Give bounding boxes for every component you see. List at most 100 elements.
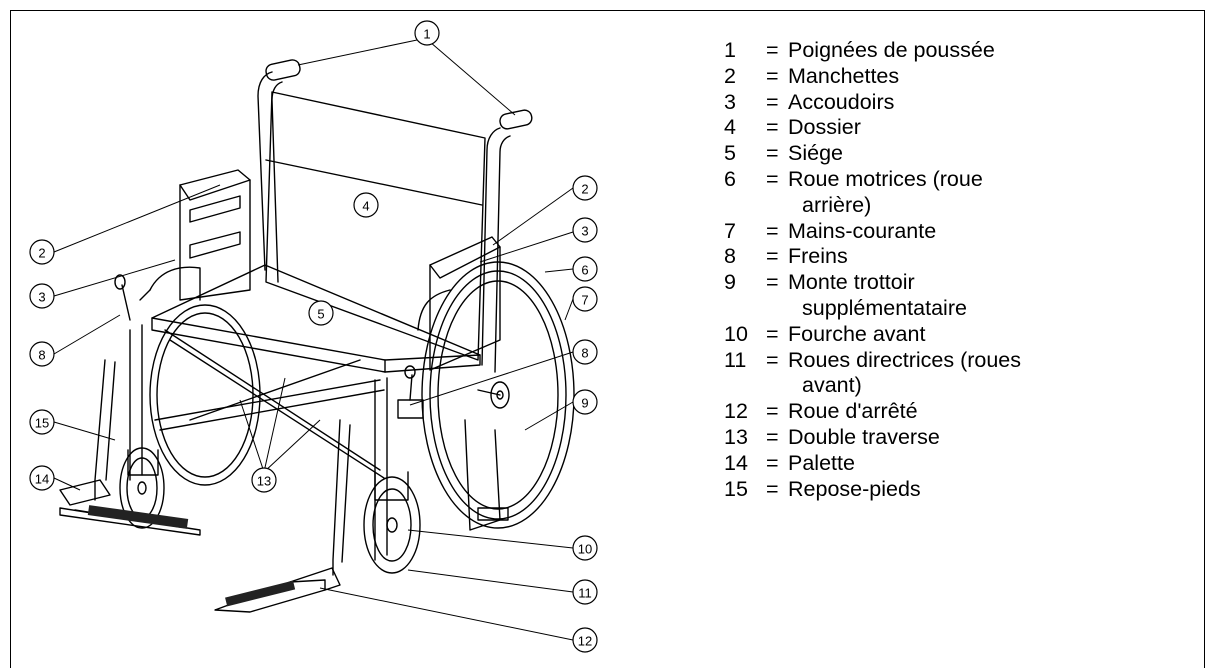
legend-equals: =	[766, 450, 779, 475]
svg-text:10: 10	[578, 542, 592, 557]
callout-5: 5	[308, 300, 334, 326]
legend-number: 6	[724, 166, 736, 191]
legend-item-15: 15 = Repose-pieds	[724, 477, 1194, 503]
svg-text:8: 8	[581, 346, 588, 361]
legend-equals: =	[766, 270, 779, 295]
svg-text:2: 2	[581, 182, 588, 197]
legend-equals: =	[766, 115, 779, 140]
footrest-left	[59, 359, 201, 536]
callout-3-right: 3	[572, 217, 598, 243]
legend-number: 15	[724, 476, 748, 501]
svg-text:2: 2	[38, 246, 45, 261]
legend-label-line: Roue motrices (roue	[788, 166, 983, 191]
legend-item-8: 8 = Freins	[724, 244, 1194, 270]
legend-label-continuation: supplémentataire	[802, 295, 967, 320]
legend-number: 9	[724, 270, 736, 295]
legend-equals: =	[766, 218, 779, 243]
legend-label: Mains-courante	[788, 218, 937, 243]
callout-8-right: 8	[572, 339, 598, 365]
callout-6: 6	[572, 256, 598, 282]
seat	[151, 264, 481, 373]
callout-12: 12	[572, 627, 598, 653]
leader-lines	[53, 39, 574, 641]
svg-text:4: 4	[362, 199, 369, 214]
legend-number: 7	[724, 218, 736, 243]
legend-label: Freins	[788, 244, 848, 269]
caster-right	[363, 471, 421, 574]
legend-item-11: 11 = Roues directrices (roues avant)	[724, 348, 1194, 400]
legend-number: 13	[724, 424, 748, 449]
callout-7: 7	[572, 286, 598, 312]
legend-label: Palette	[788, 450, 855, 475]
callout-10: 10	[572, 535, 598, 561]
legend-item-2: 2 = Manchettes	[724, 64, 1194, 90]
legend-label: Monte trottoir supplémentataire	[788, 270, 1194, 322]
callout-3-left: 3	[29, 283, 55, 309]
legend-label: Accoudoirs	[788, 89, 895, 114]
legend-item-13: 13 = Double traverse	[724, 425, 1194, 451]
legend-number: 12	[724, 399, 748, 424]
anti-tip-lever	[464, 419, 509, 531]
legend-label: Roue motrices (roue arrière)	[788, 167, 1194, 219]
legend-number: 8	[724, 244, 736, 269]
legend-label: Dossier	[788, 115, 861, 140]
brakes	[114, 274, 424, 419]
legend-label: Siége	[788, 141, 843, 166]
callout-13: 13	[251, 467, 277, 493]
footrest-right	[214, 419, 351, 613]
legend-label: Fourche avant	[788, 321, 926, 346]
svg-text:7: 7	[581, 293, 588, 308]
legend-number: 2	[724, 63, 736, 88]
svg-text:3: 3	[38, 290, 45, 305]
callout-2-left: 2	[29, 239, 55, 265]
svg-text:15: 15	[35, 416, 49, 431]
legend-item-14: 14 = Palette	[724, 451, 1194, 477]
legend-number: 14	[724, 450, 748, 475]
legend-equals: =	[766, 424, 779, 449]
legend-equals: =	[766, 141, 779, 166]
parts-legend: 1 = Poignées de poussée 2 = Manchettes 3…	[724, 38, 1194, 502]
legend-item-7: 7 = Mains-courante	[724, 219, 1194, 245]
legend-number: 3	[724, 89, 736, 114]
legend-equals: =	[766, 347, 779, 372]
legend-equals: =	[766, 166, 779, 191]
armrest-right	[417, 236, 501, 371]
push-handles	[265, 59, 533, 130]
legend-label: Manchettes	[788, 63, 900, 88]
legend-label: Roue d'arrêté	[788, 399, 918, 424]
svg-text:6: 6	[581, 263, 588, 278]
legend-label: Repose-pieds	[788, 476, 921, 501]
legend-equals: =	[766, 476, 779, 501]
legend-number: 5	[724, 141, 736, 166]
legend-label-continuation: avant)	[802, 373, 862, 398]
legend-equals: =	[766, 38, 779, 62]
legend-number: 10	[724, 321, 748, 346]
legend-equals: =	[766, 244, 779, 269]
armrest-left	[139, 169, 251, 301]
legend-equals: =	[766, 89, 779, 114]
callout-15: 15	[29, 409, 55, 435]
legend-item-4: 4 = Dossier	[724, 115, 1194, 141]
legend-label-line: Roues directrices (roues	[788, 347, 1022, 372]
callouts: 1 2 2 3 3 4 5 6 7 8 8 9 10 11 12 13 14 1…	[29, 20, 598, 653]
legend-item-5: 5 = Siége	[724, 141, 1194, 167]
svg-text:8: 8	[38, 348, 45, 363]
legend-label: Poignées de poussée	[788, 38, 995, 62]
callout-14: 14	[29, 465, 55, 491]
svg-text:9: 9	[581, 396, 588, 411]
diagram-frame	[10, 10, 1205, 668]
callout-4: 4	[353, 192, 379, 218]
legend-item-9: 9 = Monte trottoir supplémentataire	[724, 270, 1194, 322]
svg-text:13: 13	[257, 474, 271, 489]
legend-number: 1	[724, 38, 736, 62]
callout-2-right: 2	[572, 175, 598, 201]
callout-9: 9	[572, 389, 598, 415]
legend-equals: =	[766, 63, 779, 88]
legend-number: 11	[724, 347, 747, 372]
svg-text:3: 3	[581, 224, 588, 239]
callout-1: 1	[414, 20, 440, 46]
legend-number: 4	[724, 115, 736, 140]
legend-label: Double traverse	[788, 424, 940, 449]
legend-label: Roues directrices (roues avant)	[788, 348, 1194, 400]
